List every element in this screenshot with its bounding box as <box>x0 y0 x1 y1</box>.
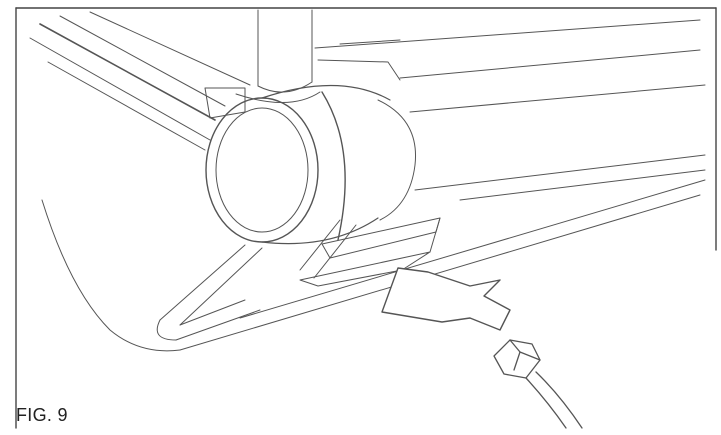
roller-face-inner <box>215 107 309 233</box>
belt-line-1 <box>314 19 701 49</box>
insertion-arrow <box>381 267 511 331</box>
roller-bottom-edge <box>261 217 379 245</box>
mount-post <box>235 9 321 103</box>
slot-upper <box>321 217 441 259</box>
strap-bend <box>156 319 177 341</box>
connector-plug <box>493 339 583 429</box>
rail-end-block <box>204 87 246 119</box>
cable-line-2 <box>525 377 567 429</box>
belt-inner-edge <box>339 39 401 45</box>
rail-line-3 <box>29 37 211 141</box>
lower-housing <box>41 179 706 352</box>
belt-line-3 <box>409 84 706 113</box>
cable-line-1 <box>535 371 583 429</box>
belt-surface <box>314 19 706 201</box>
strap-right-2 <box>313 224 357 279</box>
strap-return-2 <box>175 309 261 341</box>
strap-return-1 <box>179 299 246 326</box>
strap-loop <box>156 219 357 341</box>
slot-side <box>429 217 441 253</box>
plug-front-edge <box>513 351 521 371</box>
strap-left-1 <box>159 244 246 321</box>
belt-line-4 <box>414 154 706 191</box>
roller-band-seam <box>321 91 346 241</box>
belt-top-edge <box>317 59 401 81</box>
housing-outer-curve <box>41 199 181 352</box>
strap-left-2 <box>179 247 263 326</box>
roller-top-edge <box>261 84 391 101</box>
strap-right-1 <box>299 219 341 271</box>
rail-line-1 <box>39 23 216 121</box>
belt-line-5 <box>459 169 706 201</box>
roller-assembly <box>205 84 417 245</box>
rail-line-5 <box>47 61 206 151</box>
housing-inner-edge <box>239 179 706 319</box>
post-bottom-curve <box>257 81 313 93</box>
upper-rail <box>29 11 251 151</box>
rail-line-4 <box>89 11 251 86</box>
rail-line-2 <box>59 15 226 107</box>
roller-far-end <box>377 99 417 221</box>
housing-bottom-edge <box>179 194 701 351</box>
figure-label: FIG. 9 <box>16 405 68 425</box>
roller-face-outer <box>205 97 319 243</box>
belt-line-2 <box>399 49 701 79</box>
post-collar <box>235 91 321 103</box>
figure-border <box>15 7 717 429</box>
arrow-shape <box>381 267 511 331</box>
